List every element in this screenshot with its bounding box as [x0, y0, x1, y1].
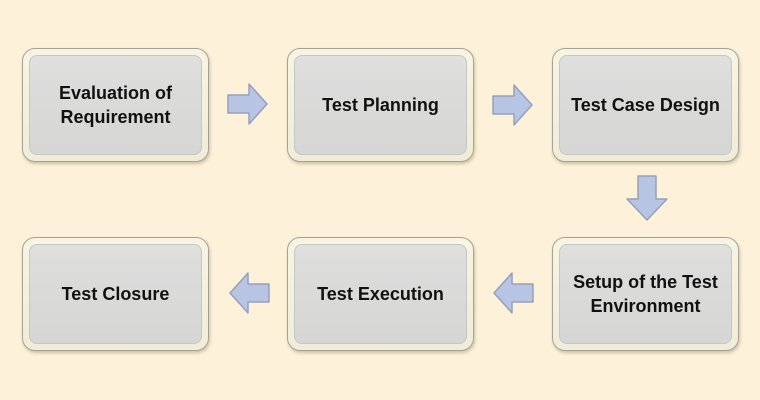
node-evaluation-of-requirement: Evaluation of Requirement	[22, 48, 209, 162]
node-setup-of-the-test-environment: Setup of the Test Environment	[552, 237, 739, 351]
node-body: Setup of the Test Environment	[559, 244, 732, 344]
node-test-case-design: Test Case Design	[552, 48, 739, 162]
node-label: Test Case Design	[571, 94, 720, 115]
node-body: Test Planning	[294, 55, 467, 155]
node-label: Test Closure	[61, 283, 170, 304]
node-test-execution: Test Execution	[287, 237, 474, 351]
node-body: Test Closure	[29, 244, 202, 344]
node-label: Evaluation of Requirement	[58, 82, 172, 127]
node-label: Test Planning	[322, 94, 439, 115]
node-body: Test Case Design	[559, 55, 732, 155]
node-label: Setup of the Test Environment	[573, 271, 718, 316]
arrow-left-icon	[492, 271, 534, 315]
node-body: Test Execution	[294, 244, 467, 344]
arrow-right-icon	[227, 82, 269, 126]
arrow-left-icon	[228, 271, 270, 315]
node-test-closure: Test Closure	[22, 237, 209, 351]
arrow-right-icon	[492, 83, 534, 127]
node-body: Evaluation of Requirement	[29, 55, 202, 155]
node-test-planning: Test Planning	[287, 48, 474, 162]
arrow-down-icon	[625, 175, 669, 222]
node-label: Test Execution	[317, 283, 444, 304]
